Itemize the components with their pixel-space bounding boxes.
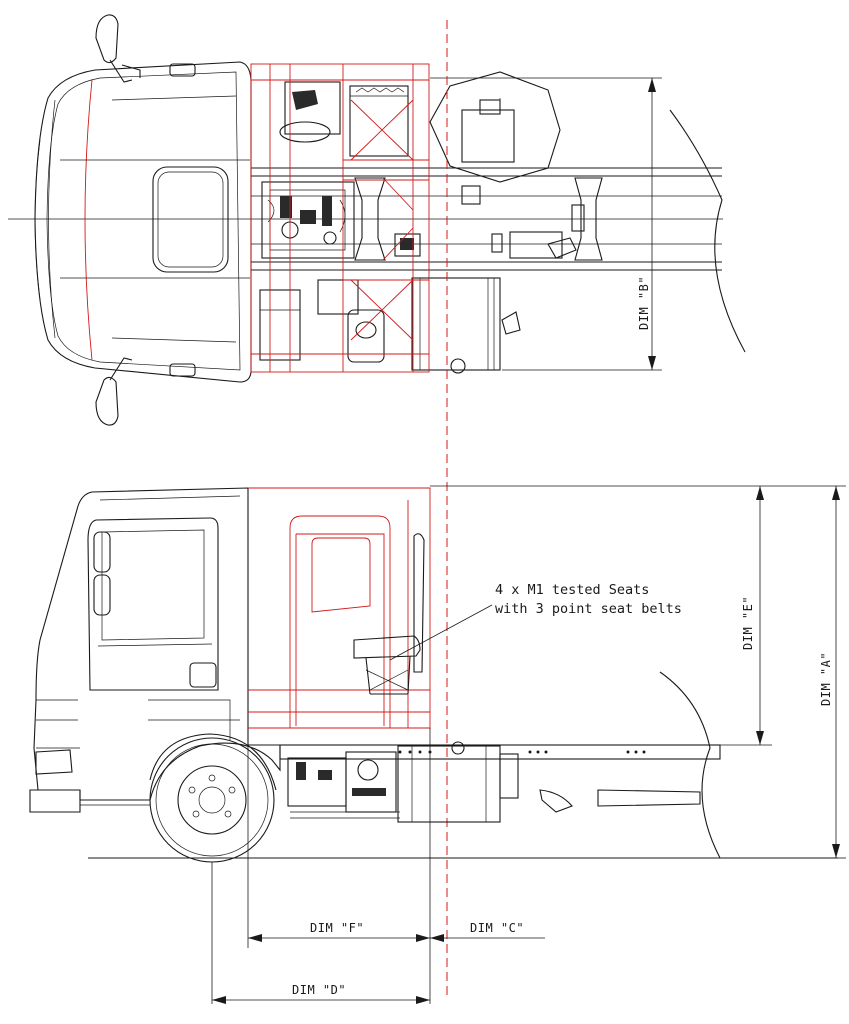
dim-e-label: DIM "E" (741, 596, 755, 650)
rail-holes (398, 750, 646, 754)
side-door-outline (87, 517, 219, 691)
top-engine-area (261, 181, 421, 259)
dim-c-label: DIM "C" (470, 921, 524, 935)
side-cab-outline (33, 487, 281, 801)
side-window (101, 529, 205, 641)
roof-hatch (152, 166, 229, 273)
dim-f-label: DIM "F" (310, 921, 364, 935)
side-red-crewcab (248, 487, 431, 729)
dim-a-label: DIM "A" (819, 652, 833, 706)
dim-b-label: DIM "B" (637, 276, 651, 330)
top-view: DIM "B" (8, 14, 746, 426)
dim-b: DIM "B" (430, 77, 662, 371)
top-break-line (669, 109, 746, 353)
side-break-line (659, 671, 721, 859)
top-mirror-left (95, 14, 141, 83)
dim-e: DIM "E" (430, 485, 772, 746)
dim-f: DIM "F" (248, 921, 430, 942)
top-fuel-tank (411, 277, 521, 374)
front-wheel (149, 733, 277, 863)
seat-note-line1: 4 x M1 tested Seats (495, 582, 649, 598)
side-engine (287, 751, 400, 819)
seat-note-line2: with 3 point seat belts (495, 601, 682, 617)
top-mirror-right (95, 357, 133, 426)
top-red-extension (250, 63, 430, 373)
top-battery-box (279, 81, 409, 157)
dim-c: DIM "C" (430, 921, 545, 942)
top-cab-outline (34, 61, 252, 383)
side-view: 4 x M1 tested Seats with 3 point seat be… (29, 485, 846, 1004)
dim-d: DIM "D" (212, 983, 430, 1004)
dim-a: DIM "A" (772, 485, 846, 859)
seat (353, 533, 425, 695)
note-leader (389, 604, 493, 661)
top-spare-wheel (429, 71, 561, 183)
side-fuel-tank (397, 741, 701, 823)
dim-d-label: DIM "D" (292, 983, 346, 997)
